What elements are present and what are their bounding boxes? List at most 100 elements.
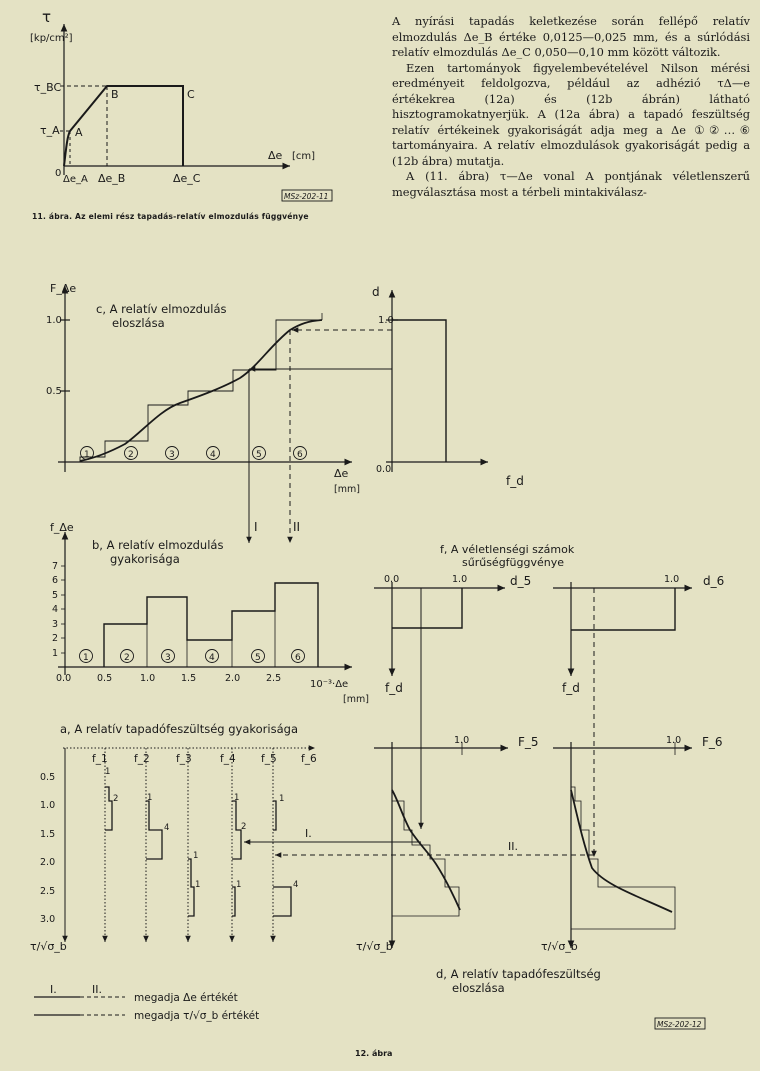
- fig12b-title-1: b, A relatív elmozdulás: [92, 538, 223, 552]
- svg-text:1: 1: [105, 767, 110, 777]
- fig12b-xtick-20: 2.0: [225, 673, 240, 684]
- fig12b-range-6: 6: [295, 653, 301, 663]
- fig12c-title-2: eloszlása: [112, 316, 165, 330]
- fig12c-range-5: 5: [256, 450, 262, 460]
- legend-row2-text: megadja τ/√σ_b értékét: [134, 1010, 259, 1022]
- fig12b-xtick-05: 0.5: [97, 673, 112, 684]
- fig11-tau-a: τ_A: [40, 124, 60, 137]
- fig11-stamp: MSz-202-11: [284, 192, 328, 201]
- fig11-x-label: Δe: [268, 149, 283, 162]
- fig12a-labels: a, A relatív tapadófeszültség gyakoriság…: [30, 722, 317, 953]
- d-right-y-label: τ/√σ_b: [541, 940, 578, 953]
- fig12b-ytick-1: 1: [52, 648, 58, 659]
- fig12d-title-2: eloszlása: [452, 981, 505, 995]
- d-right-curve: [570, 789, 673, 913]
- figure-12-caption: 12. ábra: [355, 1049, 393, 1058]
- fig12a-hist-5: [273, 800, 292, 917]
- fig11-point-a: A: [75, 126, 83, 139]
- svg-text:1: 1: [193, 851, 198, 861]
- fig12f-title-2: sűrűségfüggvénye: [462, 556, 564, 569]
- fig12b-range-2: 2: [124, 653, 130, 663]
- fig11-xtick-b: Δe_B: [98, 172, 125, 185]
- fig12b-xtick-00: 0.0: [56, 673, 71, 684]
- fig12c-range-2: 2: [128, 450, 134, 460]
- fig12-stamp-box: [654, 1017, 706, 1030]
- fig12b-bars: [103, 582, 319, 667]
- fig12-connectors-bottom: [244, 588, 597, 858]
- fig12a-col-f1: f_1: [92, 753, 108, 765]
- fig12-d-panel: [386, 290, 488, 472]
- fig12a-col-f6: f_6: [301, 753, 317, 765]
- f-right-uniform: [571, 588, 676, 631]
- fig12b-marker-ii: II: [293, 520, 300, 534]
- fig12a-ytick-30: 3.0: [40, 914, 55, 925]
- dpanel-origin: 0.0: [376, 464, 391, 475]
- fig12f-panel: [374, 582, 692, 676]
- fig11-x-unit: [cm]: [292, 151, 315, 162]
- fig12a-hist-1: [105, 786, 113, 831]
- svg-text:4: 4: [164, 823, 169, 833]
- fig12a-ytick-15: 1.5: [40, 829, 55, 840]
- d-marker-i: I.: [305, 827, 312, 840]
- fig11-xtick-c: Δe_C: [173, 172, 201, 185]
- fig12b-range-1: 1: [83, 653, 89, 663]
- fig12a-title: a, A relatív tapadófeszültség gyakoriság…: [60, 722, 298, 736]
- fig12c-range-3: 3: [169, 450, 175, 460]
- fig12b-ytick-6: 6: [52, 575, 58, 586]
- fig12a-panel: [62, 745, 315, 942]
- f-left-x-label: d_5: [510, 574, 531, 588]
- fig12-connectors-top: [246, 327, 392, 543]
- legend-row1-text: megadja Δe értékét: [134, 992, 238, 1004]
- legend-i: I.: [50, 983, 57, 996]
- fig12c-labels: F_Δe c, A relatív elmozdulás eloszlása 1…: [46, 282, 360, 495]
- fig12c-range-4: 4: [210, 450, 216, 460]
- fig12b-ytick-4: 4: [52, 604, 58, 615]
- figure-11-caption: 11. ábra. Az elemi rész tapadás-relatív …: [32, 212, 309, 221]
- fig12b-range-5: 5: [255, 653, 261, 663]
- fig12b-ranges: [79, 649, 305, 663]
- fig11-point-b: B: [111, 88, 119, 101]
- fig12d-panel: [374, 742, 692, 948]
- fig12c-panel: [58, 286, 352, 472]
- fig12-d-labels: d 1.0 0.0 f_d: [372, 285, 524, 488]
- fig11-point-c: C: [187, 88, 195, 101]
- dpanel-x-label: f_d: [506, 474, 524, 488]
- fig12b-x-unit: [mm]: [343, 694, 369, 705]
- svg-text:2: 2: [113, 794, 118, 804]
- fig12-legend: [34, 996, 706, 1030]
- svg-text:4: 4: [293, 880, 298, 890]
- dpanel-top-tick: 1.0: [378, 315, 394, 326]
- fig12f-title-1: f, A véletlenségi számok: [440, 543, 575, 556]
- d-marker-ii: II.: [508, 840, 518, 853]
- f-right-y-label: f_d: [562, 681, 580, 695]
- fig12c-ytick-05: 0.5: [46, 386, 62, 397]
- fig11-stamp-box: [281, 189, 333, 202]
- dpanel-uniform: [392, 319, 447, 462]
- dpanel-y-label: d: [372, 285, 380, 299]
- fig12b-vert-lines: [146, 583, 276, 667]
- fig12a-hist-4: [232, 800, 242, 917]
- f-left-uniform: [392, 588, 463, 629]
- fig12b-ytick-marks: [61, 565, 65, 654]
- fig12b-y-label: f_Δe: [50, 521, 74, 534]
- fig12c-x-label: Δe: [334, 467, 349, 480]
- fig12b-xtick-15: 1.5: [181, 673, 196, 684]
- fig12b-labels: f_Δe b, A relatív elmozdulás gyakorisága…: [50, 520, 369, 705]
- fig12b-x-label: 10⁻³·Δe: [310, 679, 348, 690]
- paragraph-3: A (11. ábra) τ—Δe vonal A pontjának véle…: [392, 169, 750, 199]
- fig12b-xtick-10: 1.0: [140, 673, 155, 684]
- fig12c-curve: [79, 319, 323, 462]
- fig12d-title-1: d, A relatív tapadófeszültség: [436, 967, 601, 981]
- fig12a-col-f3: f_3: [176, 753, 192, 765]
- svg-text:1: 1: [236, 880, 241, 890]
- d-left-label: F_5: [518, 735, 539, 749]
- fig11-tau-bc: τ_BC: [34, 81, 61, 94]
- fig12c-ytick-10: 1.0: [46, 315, 62, 326]
- svg-text:1: 1: [195, 880, 200, 890]
- d-right-top: 1.0: [666, 735, 681, 746]
- fig12b-ytick-5: 5: [52, 590, 58, 601]
- fig11-curve: [63, 85, 184, 167]
- body-text: A nyírási tapadás keletkezése során fell…: [392, 14, 750, 200]
- f-right-x-label: d_6: [703, 574, 724, 588]
